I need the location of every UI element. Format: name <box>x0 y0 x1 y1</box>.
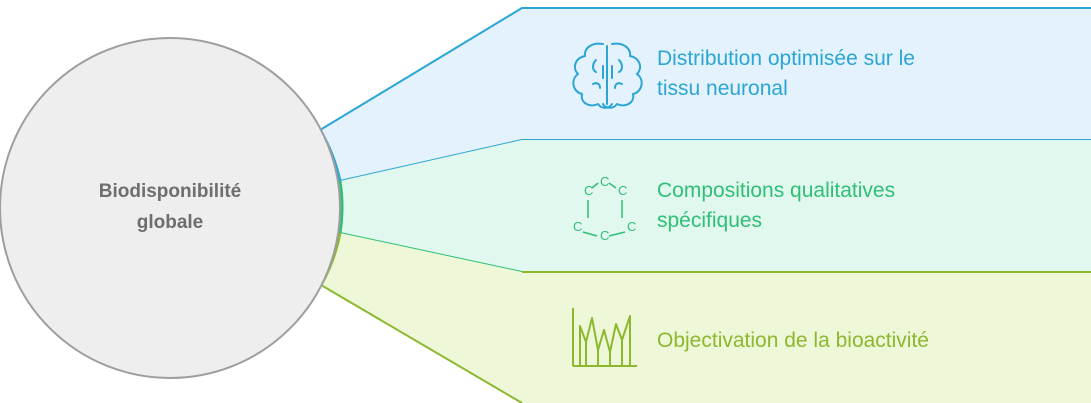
branch-band-1 <box>320 8 1091 181</box>
svg-text:C: C <box>573 219 582 234</box>
svg-text:C: C <box>600 228 609 243</box>
svg-text:C: C <box>584 183 593 198</box>
svg-text:C: C <box>600 174 609 189</box>
svg-text:C: C <box>618 183 627 198</box>
branch-band-3 <box>321 233 1091 403</box>
svg-text:C: C <box>627 219 636 234</box>
chart-icon <box>572 308 637 367</box>
brain-icon <box>572 42 643 109</box>
branch-band-3-outline <box>320 271 1091 403</box>
branch-band-2 <box>340 140 1091 272</box>
branch-label-distribution: Distribution optimisée sur le tissu neur… <box>657 47 915 100</box>
branch-label-compositions: Compositions qualitatives spécifiques <box>657 179 896 232</box>
molecule-icon: C C C C C C <box>573 174 636 243</box>
center-label: Biodisponibilité globale <box>98 181 242 233</box>
arc-segment-2 <box>338 180 344 234</box>
branch-label-objectivation: Objectivation de la bioactivité <box>657 329 929 352</box>
center-circle <box>0 37 341 379</box>
